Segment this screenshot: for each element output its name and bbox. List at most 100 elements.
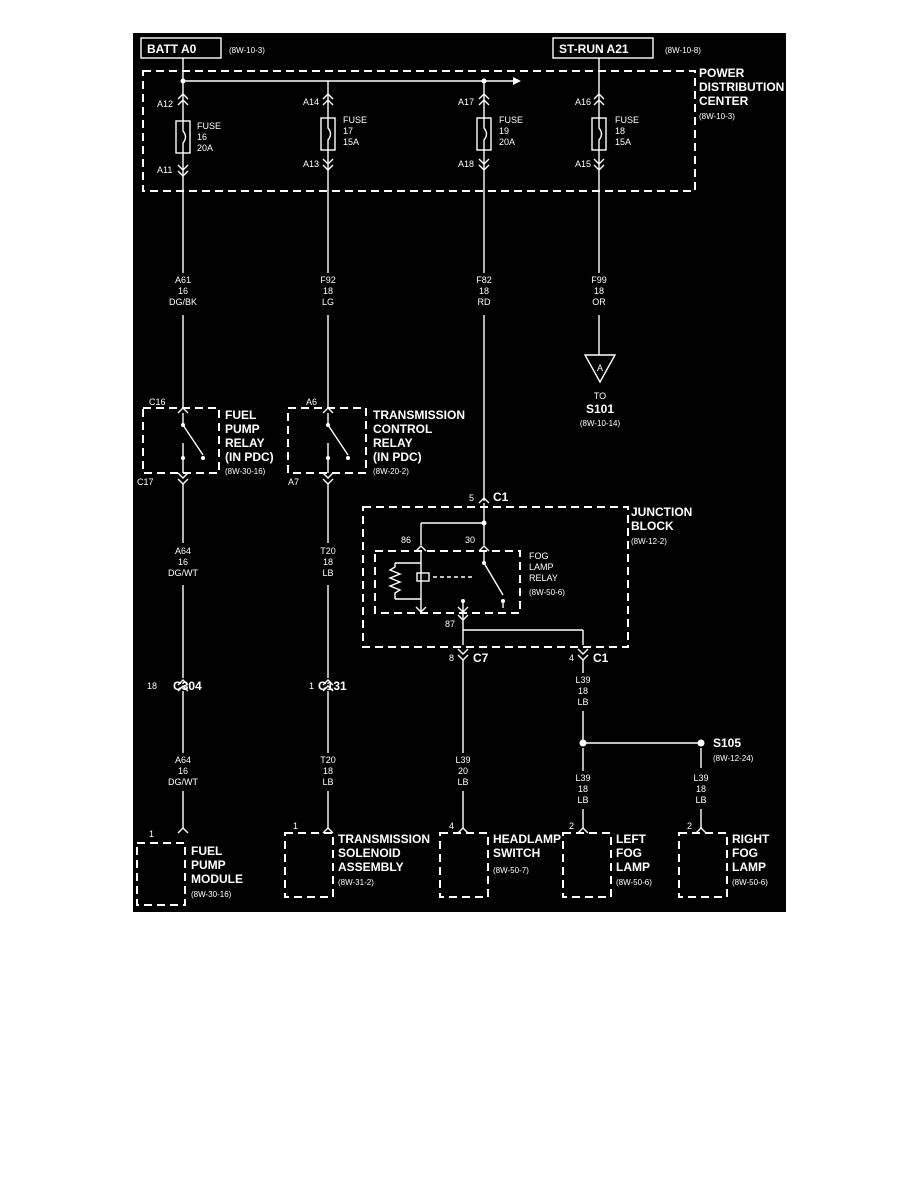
junction-out1-pin: 8 (449, 653, 454, 663)
wire-f82-gauge: 18 (479, 286, 489, 296)
fuse2-top-pin: A14 (303, 97, 319, 107)
comp3-pin: 4 (449, 821, 454, 831)
wire-l39-rf-color: LB (695, 795, 706, 805)
wire-a64-lower-color: DG/WT (168, 777, 198, 787)
batt-label: BATT A0 (147, 42, 197, 56)
fog-relay-ref: (8W-50-6) (529, 588, 565, 597)
wire-l39-upper-color: LB (577, 697, 588, 707)
fuse-18 (591, 93, 607, 193)
wire-f99-color: OR (592, 297, 606, 307)
c131-pin: 1 (309, 681, 314, 691)
comp5-line1: RIGHT (732, 832, 770, 846)
wire-t20-lower-color: LB (322, 777, 333, 787)
transmission-solenoid-assembly (284, 827, 334, 898)
wire-a64-upper-gauge: 16 (178, 557, 188, 567)
fuel-relay-box (142, 407, 220, 474)
trans-relay-ref: (8W-20-2) (373, 467, 409, 476)
left-fog-lamp (562, 827, 612, 898)
splice-triangle (583, 354, 617, 384)
trans-relay-bottom-pin: A7 (288, 477, 299, 487)
c304-name: C304 (173, 679, 202, 693)
fuel-relay-ref: (8W-30-16) (225, 467, 266, 476)
comp3-ref: (8W-50-7) (493, 866, 529, 875)
trans-relay-contacts (322, 407, 350, 485)
comp1-pin: 1 (149, 829, 154, 839)
trans-relay-top-pin: A6 (306, 397, 317, 407)
pdc-line1: POWER (699, 66, 745, 80)
junction-in-conn: C1 (493, 490, 509, 504)
wire-f99-circuit: F99 (591, 275, 607, 285)
junction-line1: JUNCTION (631, 505, 692, 519)
junction-line2: BLOCK (631, 519, 674, 533)
fuse1-amp: 20A (197, 143, 213, 153)
pdc-ref: (8W-10-3) (699, 112, 735, 121)
wire-a64-upper-color: DG/WT (168, 568, 198, 578)
wire-l39-lf-color: LB (577, 795, 588, 805)
comp5-line3: LAMP (732, 860, 766, 874)
fuse3-amp: 20A (499, 137, 515, 147)
fuse1-bottom-pin: A11 (157, 165, 172, 175)
junction-pin86: 86 (401, 535, 411, 545)
comp1-ref: (8W-30-16) (191, 890, 232, 899)
fuel-pump-module (136, 827, 189, 906)
fuse2-bottom-pin: A13 (303, 159, 319, 169)
batt-box (140, 37, 222, 59)
wire-t20-upper-circuit: T20 (320, 546, 336, 556)
junction-pin30: 30 (465, 535, 475, 545)
junction-out2-pin: 4 (569, 653, 574, 663)
wire-a64-lower-gauge: 16 (178, 766, 188, 776)
wire-l39-lf-circuit: L39 (575, 773, 590, 783)
trans-relay-box (287, 407, 367, 474)
junction-in-pin: 5 (469, 493, 474, 503)
wire-f92-gauge: 18 (323, 286, 333, 296)
pdc-box (142, 70, 696, 192)
fuse3-bottom-pin: A18 (458, 159, 474, 169)
comp4-line3: LAMP (616, 860, 650, 874)
wire-f82-color: RD (478, 297, 491, 307)
comp2-pin: 1 (293, 821, 298, 831)
c304-symbol (177, 679, 189, 692)
fuel-relay-line4: (IN PDC) (225, 450, 274, 464)
right-fog-lamp (678, 827, 728, 898)
comp5-ref: (8W-50-6) (732, 878, 768, 887)
comp4-line1: LEFT (616, 832, 647, 846)
fog-relay-line1: FOG (529, 551, 549, 561)
c131-symbol (322, 679, 334, 692)
comp5-pin: 2 (687, 821, 692, 831)
fog-relay-line2: LAMP (529, 562, 554, 572)
wire-l39-upper-gauge: 18 (578, 686, 588, 696)
fuse4-top-pin: A16 (575, 97, 591, 107)
comp4-pin: 2 (569, 821, 574, 831)
splice-ref: (8W-10-14) (580, 419, 621, 428)
comp3-line1: HEADLAMP (493, 832, 561, 846)
junction-pin87: 87 (445, 619, 455, 629)
comp2-line3: ASSEMBLY (338, 860, 404, 874)
pdc-line2: DISTRIBUTION (699, 80, 784, 94)
s105-splice-right (697, 739, 705, 747)
diagram-background (133, 33, 786, 912)
wire-t20-lower-circuit: T20 (320, 755, 336, 765)
wiring-diagram: BATT A0 (8W-10-3) ST-RUN A21 (8W-10-8) P… (133, 33, 786, 912)
wire-f92-circuit: F92 (320, 275, 336, 285)
splice-name: S101 (586, 402, 614, 416)
fuse-19 (476, 81, 492, 193)
trans-relay-line3: RELAY (373, 436, 413, 450)
c131-name: C131 (318, 679, 347, 693)
strun-box (552, 37, 654, 59)
wire-t20-upper-gauge: 18 (323, 557, 333, 567)
comp1-line3: MODULE (191, 872, 243, 886)
wire-f92-color: LG (322, 297, 334, 307)
wire-l39-hl-gauge: 20 (458, 766, 468, 776)
strun-ref: (8W-10-8) (665, 46, 701, 55)
junction-in-symbol (478, 497, 490, 504)
fuse-16 (175, 81, 191, 193)
wire-t20-upper-color: LB (322, 568, 333, 578)
trans-relay-line1: TRANSMISSION (373, 408, 465, 422)
comp2-ref: (8W-31-2) (338, 878, 374, 887)
comp3-line2: SWITCH (493, 846, 540, 860)
comp2-line1: TRANSMISSION (338, 832, 430, 846)
wire-l39-rf-gauge: 18 (696, 784, 706, 794)
bus-arrow (513, 77, 521, 85)
junction-ref: (8W-12-2) (631, 537, 667, 546)
pdc-line3: CENTER (699, 94, 749, 108)
